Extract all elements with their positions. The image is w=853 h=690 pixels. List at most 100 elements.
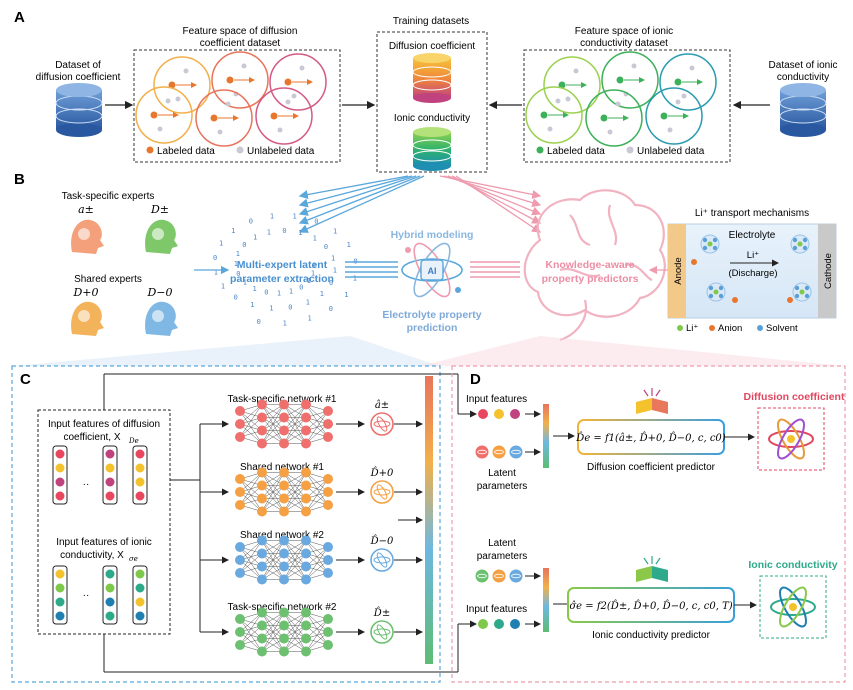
- electrolyte-label: Electrolyte: [729, 230, 776, 241]
- network-node: [323, 474, 333, 484]
- labeled-point: [660, 112, 668, 120]
- solvent-molecule: [792, 237, 798, 243]
- unlabeled-point: [555, 98, 561, 104]
- feature-dot: [55, 449, 65, 459]
- training-bottom-label: Ionic conductivity: [394, 113, 470, 124]
- network-node: [279, 438, 289, 449]
- binary-digit: 0: [249, 218, 253, 226]
- network-node: [235, 432, 245, 442]
- binary-digit: 0: [314, 218, 318, 226]
- ionic-feature-vectors: [52, 565, 148, 625]
- diffusion-feature-vectors: [52, 445, 148, 505]
- network-edge: [261, 472, 285, 512]
- labeled-point: [558, 81, 566, 89]
- network-node: [257, 620, 267, 631]
- labeled-point: [540, 111, 548, 119]
- network-edge: [261, 472, 285, 499]
- network-node: [279, 646, 289, 657]
- solvent-molecule: [712, 245, 718, 251]
- network-edge: [283, 612, 307, 652]
- result2-label: Ionic conductivity: [748, 559, 837, 571]
- binary-digit: 1: [313, 235, 317, 243]
- binary-digit: 0: [257, 318, 261, 326]
- panel-d-spotlight: [420, 336, 845, 366]
- ionic-db-icon: [412, 127, 452, 171]
- feature-dot: [105, 611, 115, 621]
- input-diff-subscript: De: [128, 437, 139, 445]
- network-edge: [305, 410, 329, 444]
- latent-atom-icon: [370, 548, 394, 572]
- network-node: [257, 607, 267, 618]
- network-node: [301, 493, 311, 504]
- predictor1-label: Diffusion coefficient predictor: [587, 462, 716, 473]
- network-node: [323, 487, 333, 497]
- anode-plate: [668, 224, 686, 318]
- network-edge: [261, 485, 285, 512]
- network-glyph: [152, 310, 164, 322]
- network-edge: [239, 472, 263, 506]
- network-node: [279, 574, 289, 585]
- feature-dot: [105, 491, 115, 501]
- expert-heads-top: [71, 219, 178, 254]
- network-node: [235, 627, 245, 637]
- li-arrow-label: Li⁺: [747, 250, 759, 261]
- network-node: [257, 548, 267, 559]
- network-node: [257, 535, 267, 546]
- binary-spiral-decoration: 0110110110110110110110110110110110110110…: [213, 213, 358, 328]
- unlabeled-point: [183, 68, 189, 74]
- unlabeled-point: [615, 101, 621, 107]
- network-node: [279, 535, 289, 546]
- network-node: [301, 506, 311, 517]
- left-space-title-2: coefficient dataset: [200, 38, 281, 49]
- network-edge: [283, 553, 307, 580]
- legend-labeled-dot-right: [536, 146, 544, 154]
- unlabeled-point: [217, 129, 223, 135]
- network-title: Shared network #1: [240, 462, 324, 473]
- latent-output-label: D̂−0: [370, 535, 394, 547]
- network-node: [323, 614, 333, 624]
- network-edge: [239, 404, 263, 438]
- anion: [787, 297, 793, 303]
- network-edge: [283, 472, 307, 512]
- latent-gradient-bar: [425, 376, 433, 664]
- network-edge: [283, 540, 307, 580]
- binary-digit: 1: [344, 291, 348, 299]
- d1-latent-dots: [475, 445, 523, 459]
- latent-param-orbit: [494, 573, 504, 579]
- legend-unlabeled-right: Unlabeled data: [637, 146, 705, 157]
- feature-circle: [659, 53, 717, 111]
- right-space-title-2: conductivity dataset: [580, 38, 668, 49]
- binary-digit: 1: [234, 260, 238, 268]
- binary-digit: 0: [242, 241, 246, 249]
- solvent-molecule: [804, 285, 810, 291]
- binary-digit: 0: [282, 227, 286, 235]
- binary-digit: 1: [236, 250, 240, 258]
- solvent-molecule: [718, 285, 724, 291]
- binary-digit: 1: [308, 315, 312, 323]
- d1-input-dot-1: [478, 409, 488, 419]
- network-node: [235, 406, 245, 416]
- network-node: [257, 633, 267, 644]
- binary-digit: 1: [250, 301, 254, 309]
- book-icon-2: [636, 556, 668, 582]
- result1-box: [757, 407, 825, 471]
- latent-atom-orbit: [376, 552, 388, 568]
- latent-param-dot: [475, 569, 489, 583]
- latent-param-orbit: [494, 449, 504, 455]
- legend-unlabeled-left: Unlabeled data: [247, 146, 315, 157]
- network-node: [301, 633, 311, 644]
- d1-latent-label-1: Latent: [488, 468, 516, 479]
- feature-vector: [132, 445, 148, 505]
- feature-dot: [135, 611, 145, 621]
- solvation-clusters: [691, 234, 812, 303]
- unlabeled-point: [667, 127, 673, 133]
- pink-fan-arrows: [439, 175, 542, 233]
- labeled-point: [150, 111, 158, 119]
- unlabeled-point: [285, 99, 291, 105]
- binary-digit: 1: [306, 298, 310, 306]
- latent-output-label: D̂±: [373, 607, 390, 619]
- labeled-point: [210, 114, 218, 122]
- latent-param-orbit: [477, 449, 487, 455]
- network-node: [279, 620, 289, 631]
- network-node: [257, 646, 267, 657]
